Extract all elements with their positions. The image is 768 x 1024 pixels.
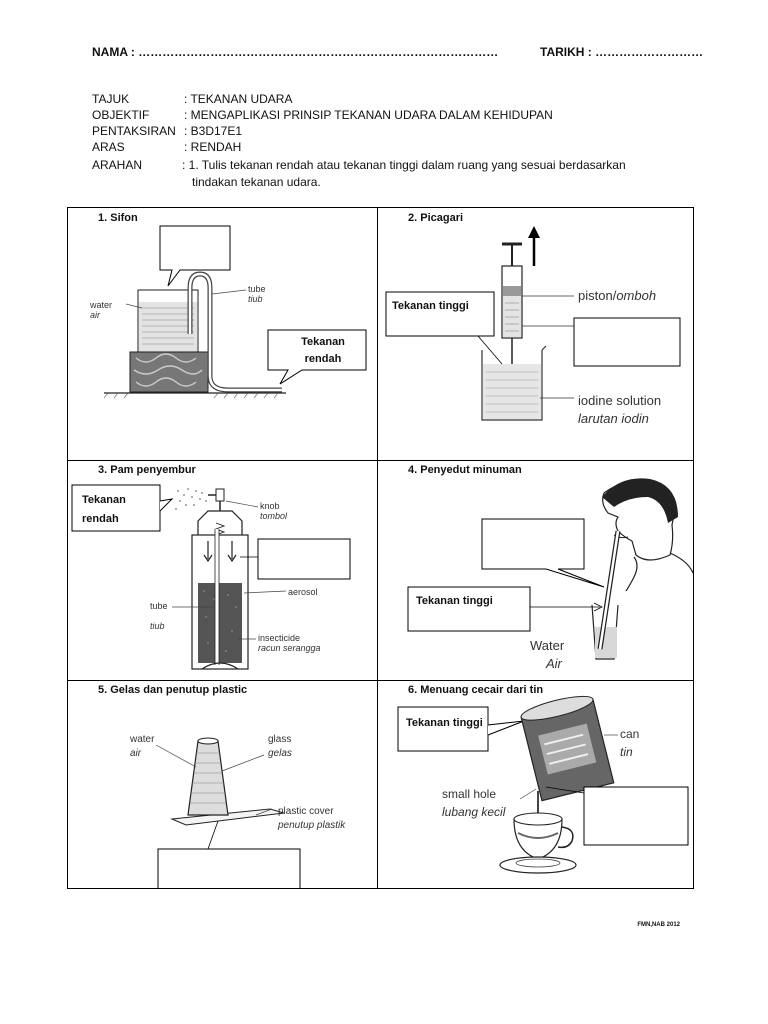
info-key: ARAHAN (92, 158, 143, 172)
answer-text: Tekanan tinggi (392, 300, 469, 312)
panel-sifon: 1. Sifon (68, 208, 377, 460)
footer-credit: FMN,NAB 2012 (637, 922, 680, 928)
panel-pam-penyembur: 3. Pam penyembur (68, 461, 377, 680)
syringe-illustration (385, 226, 681, 421)
panel-title: 5. Gelas dan penutup plastic (98, 684, 248, 696)
panel-menuang-cecair: 6. Menuang cecair dari tin (378, 681, 693, 888)
info-key: TAJUK (92, 92, 130, 106)
worksheet-grid: 1. Sifon (67, 207, 694, 889)
panel-title: 1. Sifon (98, 212, 138, 224)
label-piston: piston/omboh (578, 288, 657, 303)
info-key: PENTAKSIRAN (92, 124, 176, 138)
info-value: : RENDAH (184, 140, 242, 154)
label-aerosol: aerosol (288, 587, 318, 597)
name-field: NAMA : ……………………………………………………………………………… (92, 45, 499, 59)
siphon-illustration (103, 225, 367, 399)
info-block: TAJUK : TEKANAN UDARA OBJEKTIF : MENGAPL… (92, 92, 692, 192)
pouring-can-illustration (397, 695, 689, 874)
drinking-straw-illustration (407, 478, 693, 660)
info-row-tajuk: TAJUK : TEKANAN UDARA (92, 92, 692, 108)
answer-text: Tekanan rendah (82, 494, 126, 525)
info-value: : MENGAPLIKASI PRINSIP TEKANAN UDARA DAL… (184, 108, 553, 122)
glass-cover-illustration (155, 737, 301, 888)
info-key: OBJEKTIF (92, 108, 150, 122)
info-row-objektif: OBJEKTIF : MENGAPLIKASI PRINSIP TEKANAN … (92, 108, 692, 124)
answer-text: Tekanan tinggi (406, 717, 483, 729)
info-key: ARAS (92, 140, 125, 154)
info-row-pentaksiran: PENTAKSIRAN : B3D17E1 (92, 124, 692, 140)
panel-penyedut-minuman: 4. Penyedut minuman Tekanan tinggi Water… (378, 461, 693, 680)
date-field: TARIKH : ……………………… (540, 45, 704, 59)
panel-title: 2. Picagari (408, 212, 464, 224)
panel-title: 6. Menuang cecair dari tin (408, 684, 544, 696)
info-value: : TEKANAN UDARA (184, 92, 293, 106)
info-value: : B3D17E1 (184, 124, 243, 138)
info-row-arahan: ARAHAN : 1. Tulis tekanan rendah atau te… (92, 158, 692, 174)
grid-divider-vertical (377, 208, 378, 888)
arahan-line-2: tindakan tekanan udara. (192, 175, 321, 189)
panel-title: 4. Penyedut minuman (408, 464, 522, 476)
answer-text: Tekanan rendah (301, 336, 345, 365)
info-row-aras: ARAS : RENDAH (92, 140, 692, 156)
grid-divider-row-1 (68, 460, 693, 461)
spray-pump-illustration (71, 484, 351, 670)
info-value: : 1. Tulis tekanan rendah atau tekanan t… (182, 158, 626, 172)
grid-divider-row-2 (68, 680, 693, 681)
panel-title: 3. Pam penyembur (98, 464, 196, 476)
panel-picagari: 2. Picagari (378, 208, 693, 460)
answer-text: Tekanan tinggi (416, 595, 493, 607)
